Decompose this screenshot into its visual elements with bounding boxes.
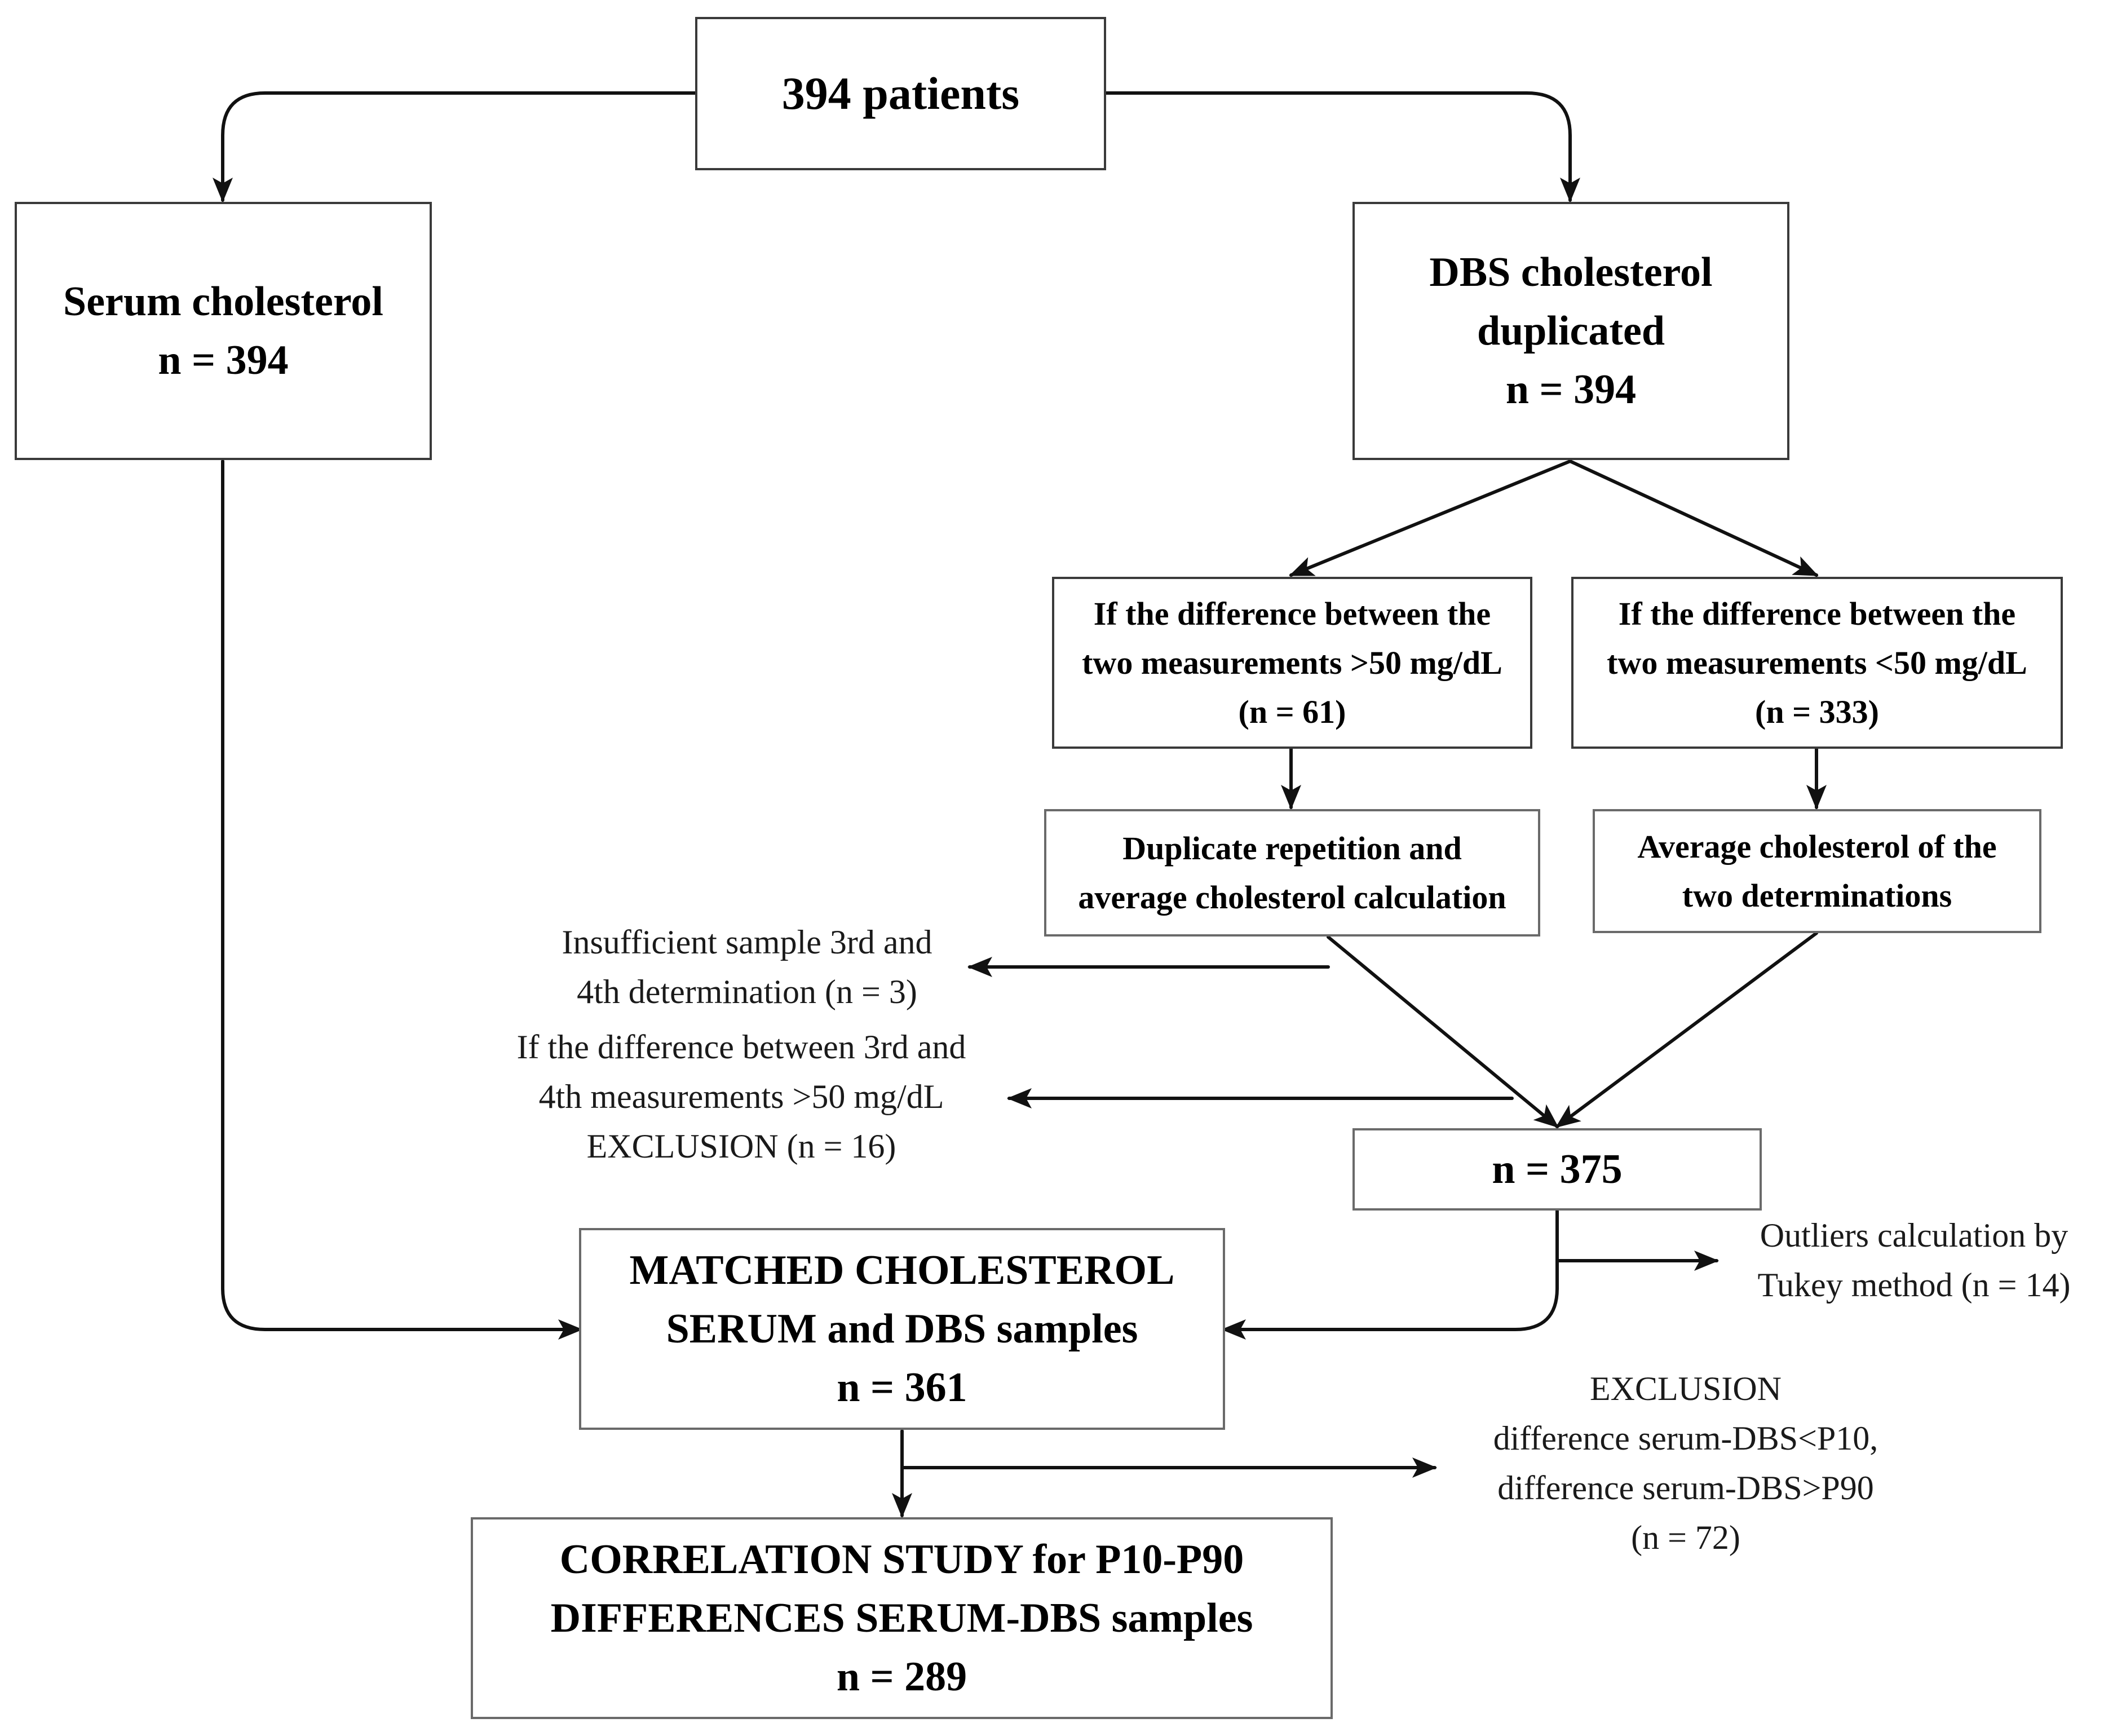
outliers-line1: Outliers calculation by <box>1760 1217 2068 1254</box>
dbs-subtitle: duplicated <box>1477 308 1665 354</box>
diff-high-line1: If the difference between the <box>1093 595 1491 632</box>
patients-box: 394 patients <box>695 17 1106 170</box>
diff-low-line1: If the difference between the <box>1618 595 2016 632</box>
correlation-line2: DIFFERENCES SERUM-DBS samples <box>550 1595 1253 1641</box>
serum-count: n = 394 <box>158 337 289 383</box>
matched-cholesterol-box: MATCHED CHOLESTEROL SERUM and DBS sample… <box>579 1228 1225 1430</box>
serum-cholesterol-box: Serum cholesterol n = 394 <box>15 202 432 460</box>
dbs-cholesterol-box: DBS cholesterol duplicated n = 394 <box>1352 202 1789 460</box>
exclusion-diff-line1: If the difference between 3rd and <box>516 1028 966 1066</box>
correlation-line1: CORRELATION STUDY for P10-P90 <box>559 1536 1244 1583</box>
outliers-note: Outliers calculation by Tukey method (n … <box>1731 1209 2097 1311</box>
exclusion-difference-note: If the difference between 3rd and 4th me… <box>451 1021 1032 1173</box>
duplicate-repetition-box: Duplicate repetition and average cholest… <box>1044 809 1540 937</box>
arrow-repeat-to-n375 <box>1327 935 1559 1128</box>
dbs-title: DBS cholesterol <box>1429 249 1713 295</box>
arrow-dbs-to-diff-high <box>1289 460 1572 577</box>
diff-low-line2: two measurements <50 mg/dL <box>1607 644 2027 681</box>
n375-box: n = 375 <box>1352 1128 1762 1211</box>
arrow-n375-to-matched <box>1221 1209 1559 1340</box>
n375-label: n = 375 <box>1492 1146 1623 1192</box>
exclusion-p-line4: (n = 72) <box>1631 1519 1740 1556</box>
insufficient-line2: 4th determination (n = 3) <box>577 973 917 1010</box>
patients-label: 394 patients <box>781 68 1020 119</box>
diff-low-count: (n = 333) <box>1755 693 1879 730</box>
average-cholesterol-box: Average cholesterol of the two determina… <box>1593 809 2041 933</box>
exclusion-p-line3: difference serum-DBS>P90 <box>1497 1469 1874 1507</box>
exclusion-percentile-note: EXCLUSION difference serum-DBS<P10, diff… <box>1443 1362 1928 1565</box>
exclusion-diff-line3: EXCLUSION (n = 16) <box>586 1128 896 1165</box>
matched-count: n = 361 <box>837 1364 967 1411</box>
exclusion-p-line1: EXCLUSION <box>1590 1370 1782 1407</box>
diff-high-count: (n = 61) <box>1238 693 1346 730</box>
arrow-top-to-serum <box>213 91 697 202</box>
exclusion-diff-line2: 4th measurements >50 mg/dL <box>538 1078 944 1115</box>
diff-low-box: If the difference between the two measur… <box>1571 577 2063 749</box>
average-line1: Average cholesterol of the <box>1637 828 1997 865</box>
arrow-dbs-to-diff-low <box>1568 460 1819 577</box>
insufficient-sample-note: Insufficient sample 3rd and 4th determin… <box>462 913 1032 1021</box>
arrow-top-to-dbs <box>1104 91 1580 202</box>
arrow-average-to-n375 <box>1555 931 1818 1128</box>
correlation-count: n = 289 <box>836 1654 967 1700</box>
correlation-study-box: CORRELATION STUDY for P10-P90 DIFFERENCE… <box>471 1517 1333 1719</box>
insufficient-line1: Insufficient sample 3rd and <box>562 924 932 961</box>
exclusion-p-line2: difference serum-DBS<P10, <box>1493 1420 1878 1457</box>
repeat-line2: average cholesterol calculation <box>1078 879 1506 916</box>
dbs-count: n = 394 <box>1505 366 1637 413</box>
arrow-serum-to-matched <box>221 460 583 1340</box>
matched-line2: SERUM and DBS samples <box>666 1306 1138 1352</box>
repeat-line1: Duplicate repetition and <box>1122 830 1462 867</box>
diff-high-line2: two measurements >50 mg/dL <box>1082 644 1502 681</box>
outliers-line2: Tukey method (n = 14) <box>1757 1266 2071 1304</box>
average-line2: two determinations <box>1682 877 1952 914</box>
diff-high-box: If the difference between the two measur… <box>1052 577 1532 749</box>
matched-line1: MATCHED CHOLESTEROL <box>629 1247 1175 1293</box>
serum-title: Serum cholesterol <box>63 279 383 325</box>
